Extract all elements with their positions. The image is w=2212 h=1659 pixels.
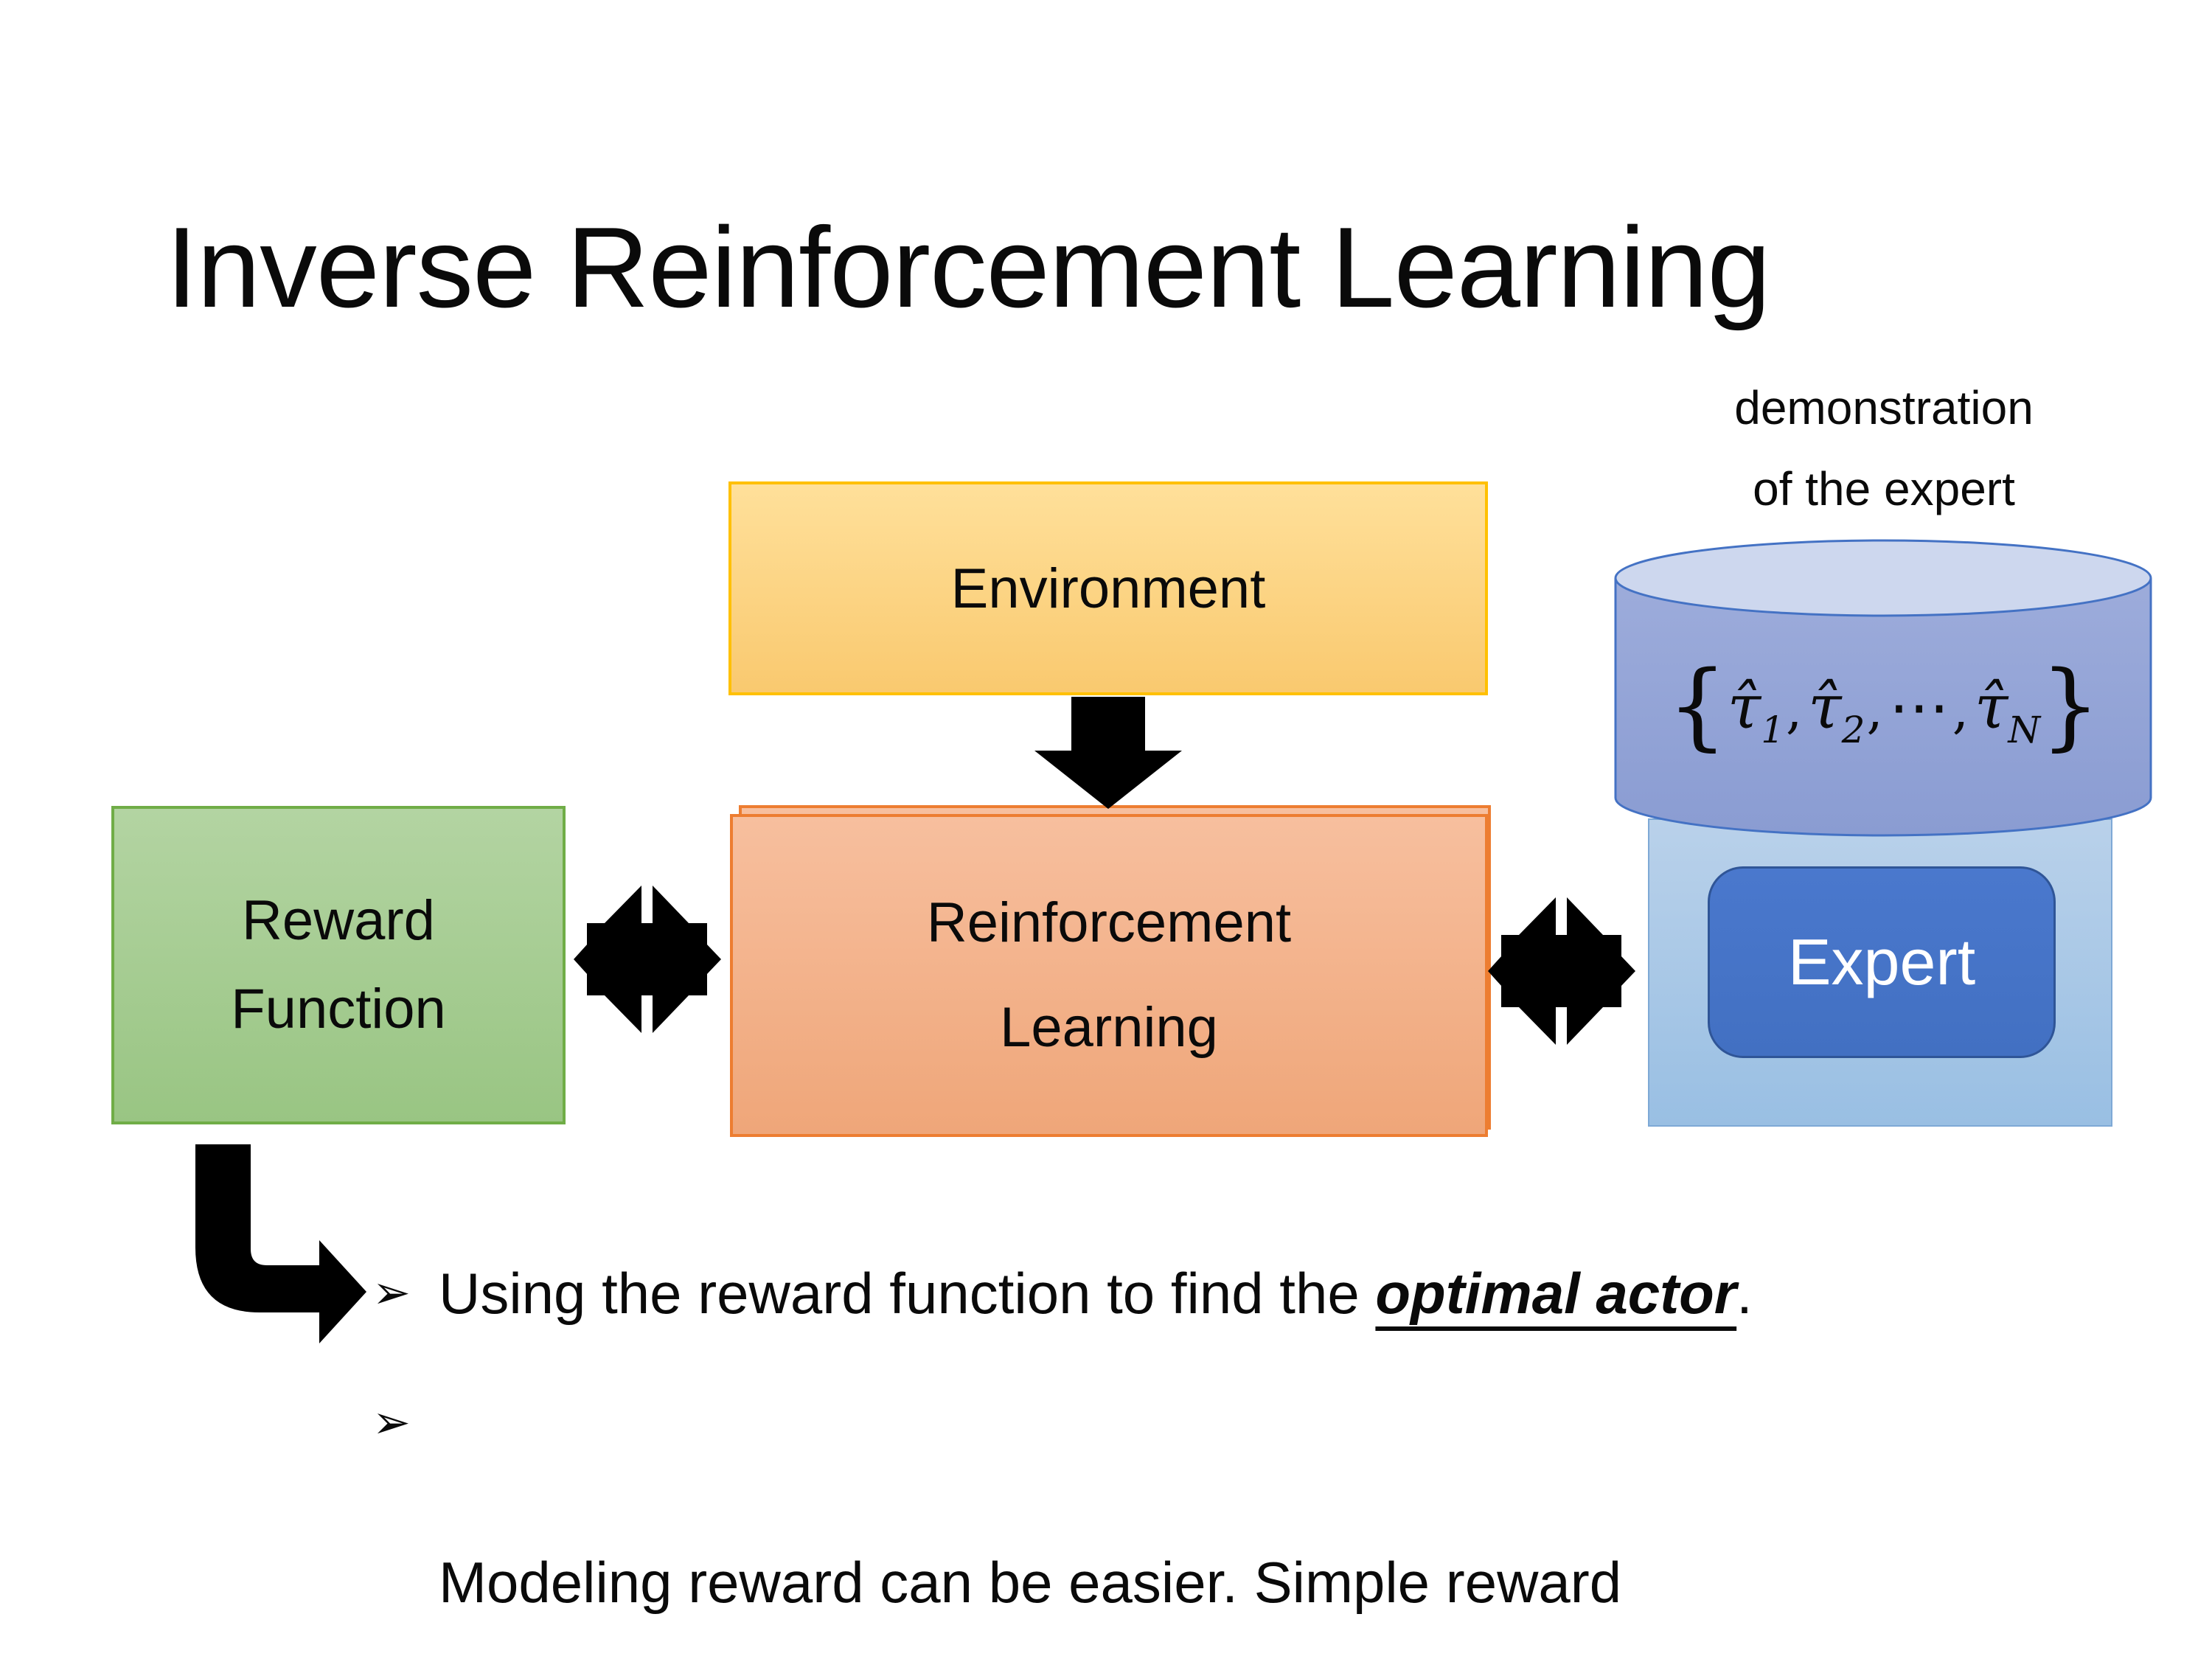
database-cylinder-icon (1614, 539, 2152, 837)
formula-tau-1: τ̂ (1727, 672, 1761, 742)
environment-label: Environment (950, 557, 1266, 620)
cylinder-body (1614, 578, 2152, 837)
demonstration-label: demonstration of the expert (1611, 367, 2157, 529)
bullet-1-text: Using the reward function to find the op… (439, 1253, 1753, 1333)
rl-label-line1: Reinforcement (926, 891, 1292, 954)
bullet-1-emphasis: optimal actor (1375, 1261, 1737, 1326)
formula-open-brace: { (1667, 651, 1728, 761)
formula-comma-1: , (1786, 680, 1803, 740)
bullet-marker-icon: ➢ (372, 1397, 411, 1448)
double-arrow-right-icon (1488, 897, 1635, 1045)
formula-tau-n: τ̂ (1975, 672, 2008, 742)
formula-dots: ⋯ (1888, 672, 1951, 742)
formula-sub-n: N (2008, 709, 2041, 751)
environment-box: Environment (728, 481, 1488, 695)
formula-tau-2: τ̂ (1808, 672, 1842, 742)
cylinder-top-face (1614, 539, 2152, 617)
bullet-2-line1: Modeling reward can be easier. Simple re… (439, 1550, 1622, 1615)
rl-label-line2: Learning (1000, 996, 1218, 1059)
formula-sub-1: 1 (1761, 709, 1785, 751)
bullet-2-text: Modeling reward can be easier. Simple re… (439, 1383, 1621, 1659)
bullet-item-1: ➢ Using the reward function to find the … (372, 1253, 1753, 1333)
formula-close-brace: } (2040, 651, 2101, 761)
reward-function-box: Reward Function (111, 806, 566, 1124)
reward-label-line1: Reward (242, 889, 435, 952)
expert-box: Expert (1708, 866, 2056, 1058)
formula-sub-2: 2 (1841, 709, 1865, 751)
bullet-1-pre: Using the reward function to find the (439, 1261, 1376, 1326)
demonstration-label-line1: demonstration (1734, 381, 2034, 434)
trajectory-set-formula: {τ̂1,τ̂2,⋯,τ̂N} (1622, 655, 2146, 782)
formula-comma-3: , (1952, 680, 1969, 740)
reward-label-line2: Function (231, 978, 446, 1040)
bent-arrow-icon (195, 1144, 366, 1343)
expert-label: Expert (1787, 925, 1976, 998)
formula-comma-2: , (1866, 680, 1883, 740)
page-title: Inverse Reinforcement Learning (166, 204, 1771, 331)
reinforcement-learning-box: Reinforcement Learning (730, 814, 1488, 1137)
bullet-item-2: ➢ Modeling reward can be easier. Simple … (372, 1383, 1621, 1659)
down-arrow-icon (1034, 697, 1182, 809)
bullet-marker-icon: ➢ (372, 1267, 411, 1318)
demonstration-label-line2: of the expert (1753, 462, 2015, 515)
bullet-1-post: . (1736, 1261, 1753, 1326)
double-arrow-left-icon (574, 886, 721, 1033)
